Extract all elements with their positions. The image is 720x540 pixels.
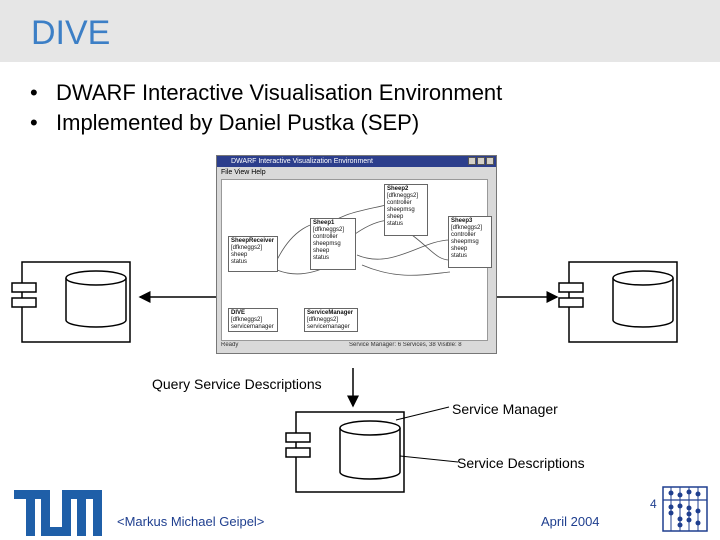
node-title: SheepReceiver bbox=[231, 238, 275, 244]
node-line: status bbox=[231, 259, 248, 265]
bullet-dot: • bbox=[30, 80, 38, 105]
node-line: sheep bbox=[451, 246, 468, 252]
node-line: sheep bbox=[387, 214, 404, 220]
component-service-manager bbox=[285, 411, 405, 493]
node-sheep2: Sheep2 [dfkneggs2] controller sheepmsg s… bbox=[384, 184, 428, 236]
node-line: sheep bbox=[231, 252, 248, 258]
node-sub: [dfkneggs2] bbox=[313, 227, 345, 233]
window-menu: File View Help bbox=[221, 169, 266, 176]
abacus-icon bbox=[662, 486, 708, 532]
node-line: sheepmsg bbox=[387, 207, 415, 213]
node-line: sheep bbox=[313, 248, 330, 254]
node-servicemanager: ServiceManager [dfkneggs2] servicemanage… bbox=[304, 308, 358, 332]
node-line: status bbox=[387, 221, 404, 227]
node-line: controller bbox=[451, 232, 476, 238]
node-line: controller bbox=[387, 200, 412, 206]
node-sub: [dfkneggs2] bbox=[387, 193, 419, 199]
status-left: Ready bbox=[221, 342, 239, 348]
service-descriptions-label: Service Descriptions bbox=[457, 455, 585, 471]
component-right bbox=[558, 261, 678, 343]
bullet-dot: • bbox=[30, 110, 38, 135]
node-title: Sheep1 bbox=[313, 220, 335, 226]
node-line: controller bbox=[313, 234, 338, 240]
window-title: DWARF Interactive Visualization Environm… bbox=[217, 156, 496, 167]
node-title: Sheep2 bbox=[387, 186, 409, 192]
dive-screenshot: DWARF Interactive Visualization Environm… bbox=[216, 155, 497, 354]
status-right: Service Manager: 6 Services, 38 Visible:… bbox=[349, 342, 462, 348]
leader-service-descriptions bbox=[399, 455, 459, 463]
node-line: servicemanager bbox=[231, 324, 274, 330]
query-label: Query Service Descriptions bbox=[152, 376, 322, 392]
node-line: status bbox=[313, 255, 330, 261]
slide-title: DIVE bbox=[31, 14, 111, 52]
status-bar: Ready Service Manager: 6 Services, 38 Vis… bbox=[221, 342, 492, 352]
component-left bbox=[11, 261, 131, 343]
node-dive: DIVE [dfkneggs2] servicemanager bbox=[228, 308, 278, 332]
leader-service-manager bbox=[395, 406, 450, 421]
title-bar bbox=[0, 0, 720, 62]
node-sheep1: Sheep1 [dfkneggs2] controller sheepmsg s… bbox=[310, 218, 356, 270]
node-sub: [dfkneggs2] bbox=[231, 317, 263, 323]
node-title: ServiceManager bbox=[307, 310, 354, 316]
node-line: sheepmsg bbox=[451, 239, 479, 245]
service-manager-label: Service Manager bbox=[452, 401, 558, 417]
bullet-list: • DWARF Interactive Visualisation Environ… bbox=[30, 78, 502, 138]
node-title: Sheep3 bbox=[451, 218, 473, 224]
graph-canvas: Sheep2 [dfkneggs2] controller sheepmsg s… bbox=[221, 179, 492, 341]
node-sub: [dfkneggs2] bbox=[451, 225, 483, 231]
window-buttons bbox=[468, 157, 494, 166]
minimize-icon bbox=[468, 157, 476, 165]
maximize-icon bbox=[477, 157, 485, 165]
footer-date: April 2004 bbox=[541, 514, 600, 529]
node-sheep3: Sheep3 [dfkneggs2] controller sheepmsg s… bbox=[448, 216, 492, 268]
bullet-text: DWARF Interactive Visualisation Environm… bbox=[56, 80, 503, 105]
node-line: status bbox=[451, 253, 468, 259]
bullet-item: • DWARF Interactive Visualisation Environ… bbox=[30, 78, 502, 108]
node-sub: [dfkneggs2] bbox=[231, 245, 263, 251]
node-line: servicemanager bbox=[307, 324, 350, 330]
close-icon bbox=[486, 157, 494, 165]
page-number: 4 bbox=[650, 497, 657, 511]
node-sheepreceiver: SheepReceiver [dfkneggs2] sheep status bbox=[228, 236, 278, 272]
node-sub: [dfkneggs2] bbox=[307, 317, 339, 323]
footer-author: <Markus Michael Geipel> bbox=[117, 514, 265, 529]
bullet-text: Implemented by Daniel Pustka (SEP) bbox=[56, 110, 420, 135]
bullet-item: • Implemented by Daniel Pustka (SEP) bbox=[30, 108, 502, 138]
node-line: sheepmsg bbox=[313, 241, 341, 247]
tum-logo bbox=[14, 490, 102, 536]
node-title: DIVE bbox=[231, 310, 246, 316]
